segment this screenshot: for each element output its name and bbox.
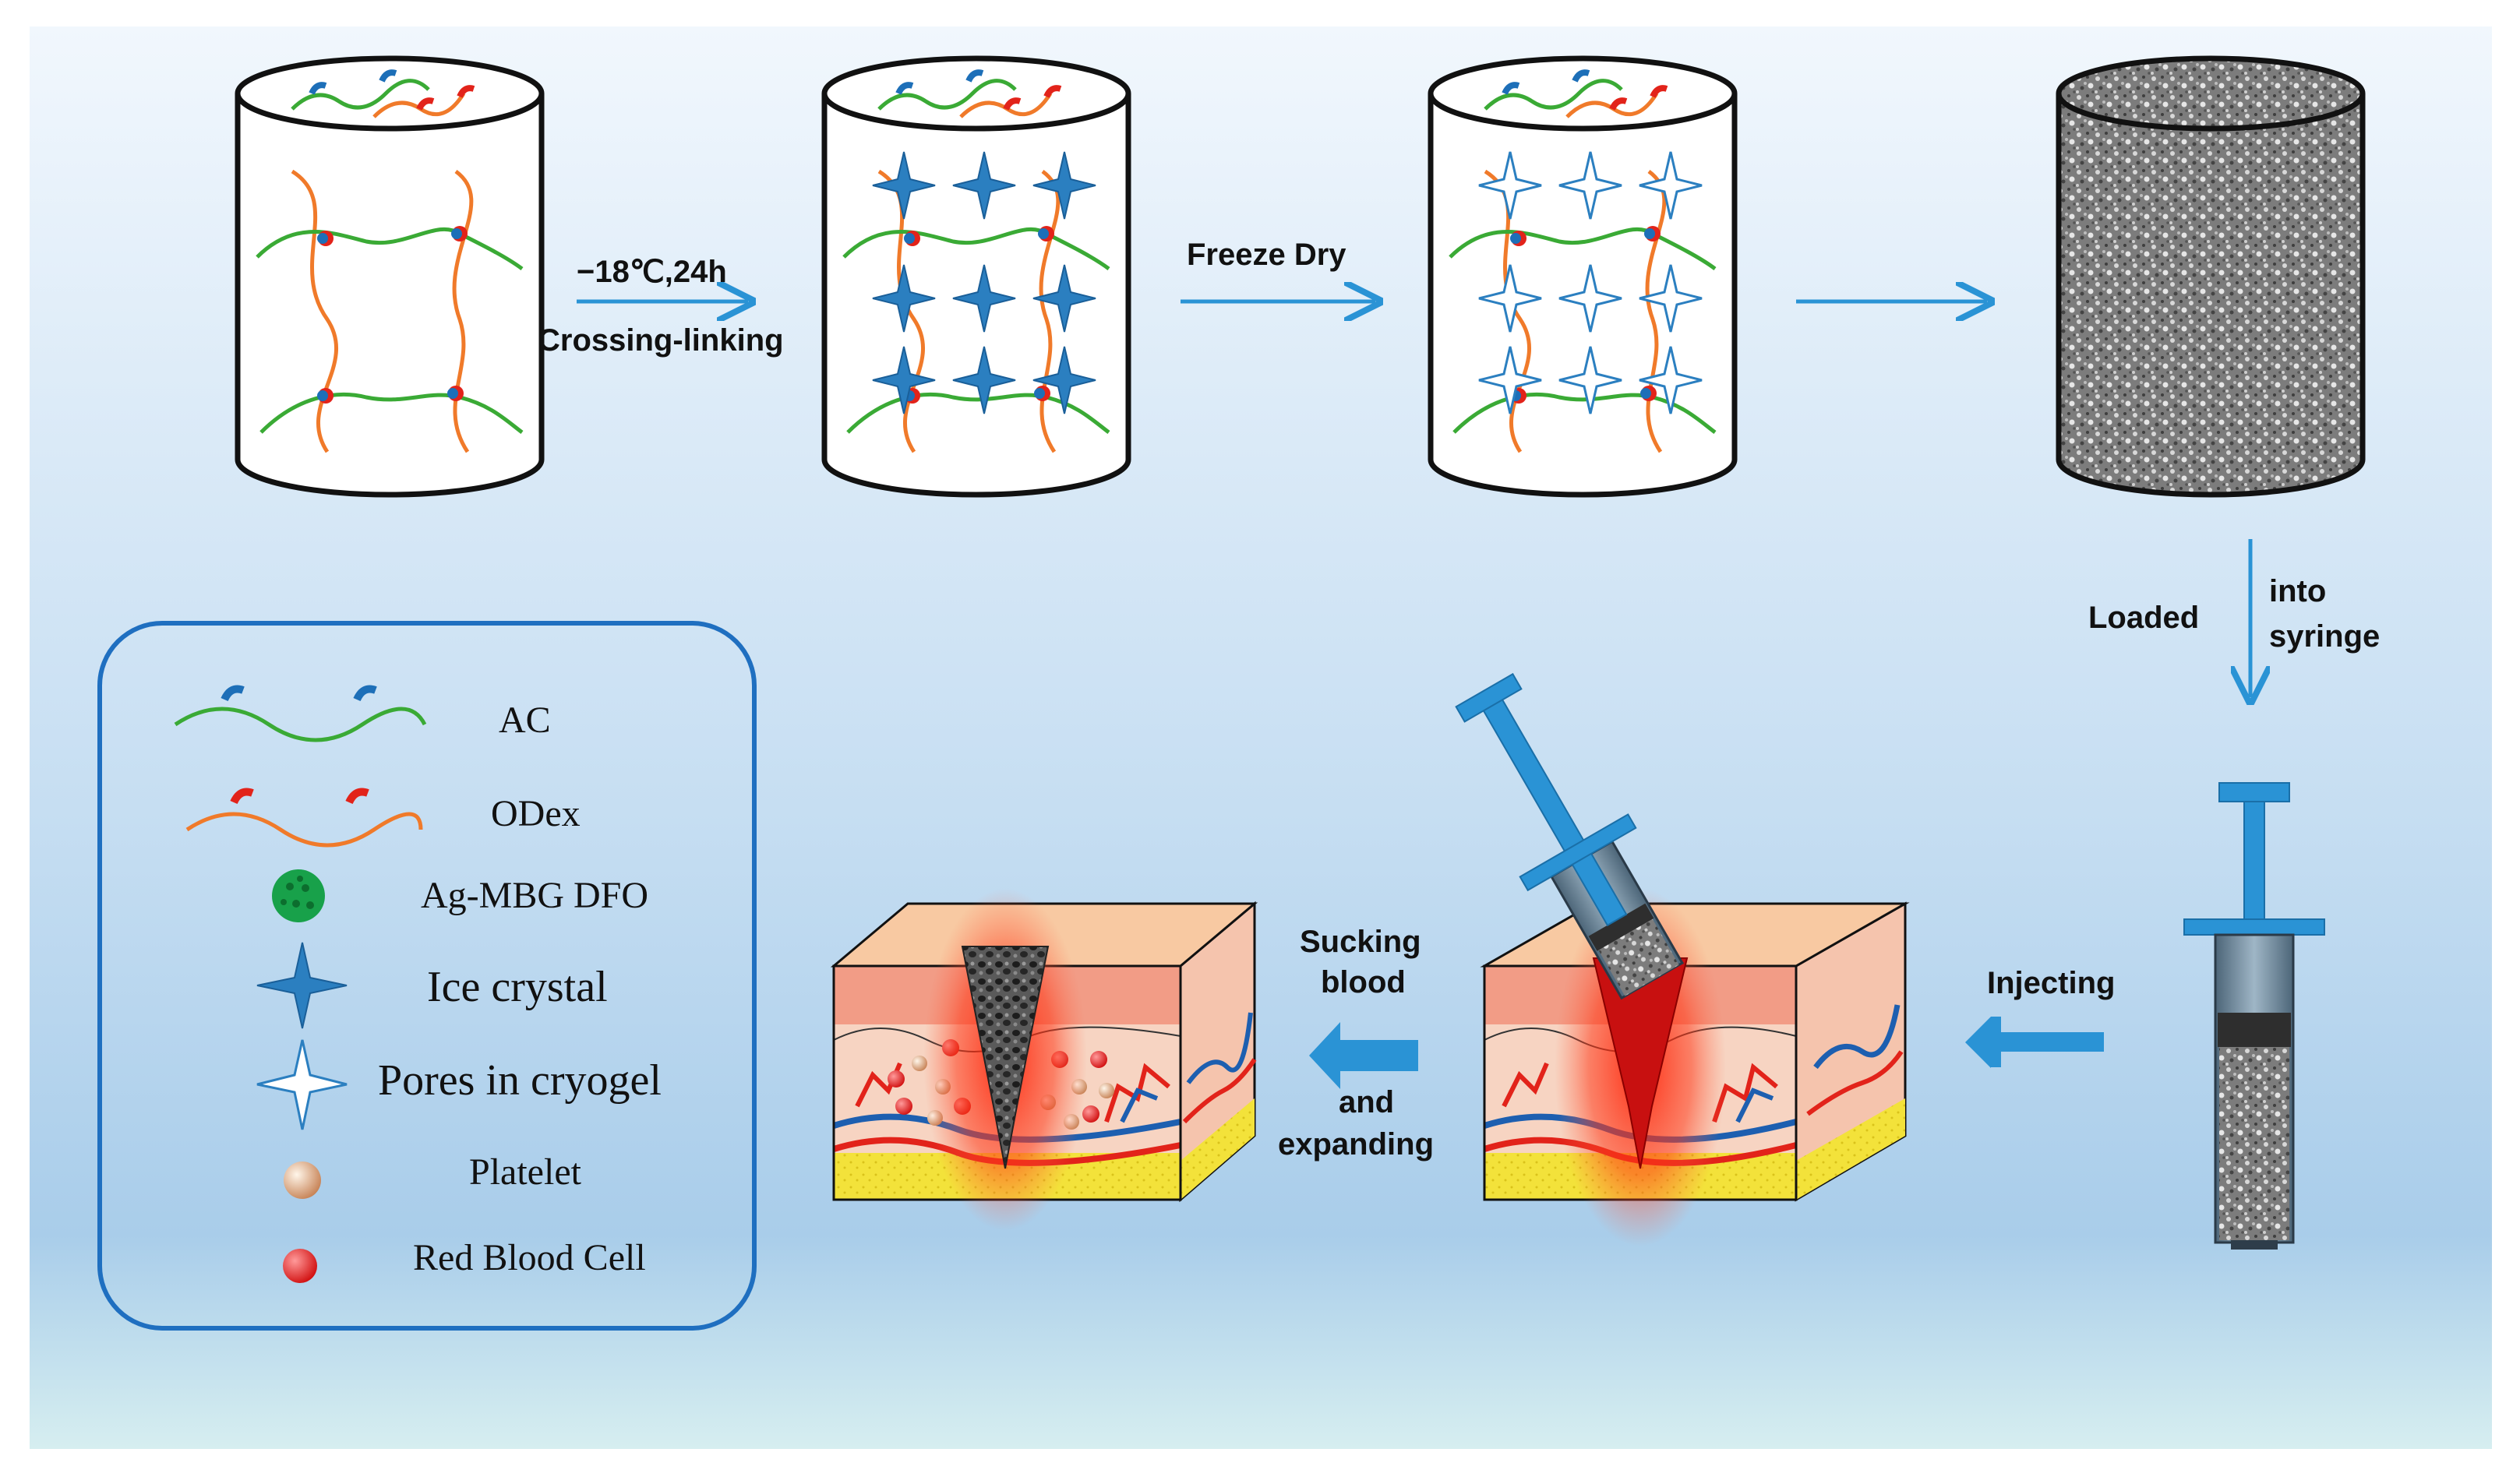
- legend-rbc-icon: [283, 1249, 317, 1283]
- syringe-injecting: [1455, 672, 1685, 1000]
- cylinder-ice-crystals: [821, 55, 1131, 498]
- legend-ice-crystal-icon: [256, 942, 348, 1029]
- legend-odex-icon: [185, 788, 423, 848]
- expanding-label: expanding: [1278, 1127, 1434, 1162]
- and-label: and: [1339, 1085, 1394, 1119]
- freeze-dry-label: Freeze Dry: [1187, 238, 1346, 272]
- legend-platelet-label: Platelet: [469, 1151, 582, 1193]
- arrow-sucking-expanding: [1309, 1022, 1418, 1089]
- syringe-label: syringe: [2269, 619, 2380, 654]
- legend-agmbg-label: Ag-MBG DFO: [421, 875, 648, 916]
- cylinder-hydrogel: [235, 55, 545, 498]
- blood-label: blood: [1321, 965, 1406, 999]
- crosslink-temp-label: −18℃,24h: [577, 255, 727, 289]
- injecting-label: Injecting: [1987, 966, 2115, 1000]
- crosslink-label: Crossing-linking: [538, 323, 784, 358]
- legend-agmbg-icon: [272, 869, 325, 922]
- into-label: into: [2269, 574, 2326, 608]
- loaded-label: Loaded: [2088, 601, 2199, 635]
- arrow-injecting: [1991, 1017, 2104, 1067]
- skin-block-injecting: [1480, 888, 1910, 1246]
- legend-pores-icon: [256, 1039, 348, 1130]
- legend-ac-label: AC: [499, 700, 551, 741]
- syringe-loaded: [2183, 782, 2325, 1250]
- legend-box: AC ODex Ag-MBG DFO Ice crystal Pores in …: [97, 621, 757, 1331]
- legend-odex-label: ODex: [491, 793, 581, 834]
- legend-rbc-label: Red Blood Cell: [413, 1237, 646, 1278]
- arrow-injecting-head: [1965, 1017, 1991, 1068]
- legend-ac-icon: [174, 685, 427, 742]
- sucking-label: Sucking: [1300, 925, 1421, 959]
- cylinder-pores: [1428, 55, 1738, 498]
- legend-pores-label: Pores in cryogel: [378, 1056, 662, 1105]
- skin-block-expanded: [830, 888, 1258, 1231]
- legend-platelet-icon: [284, 1162, 321, 1199]
- cylinder-cryogel: [2056, 55, 2366, 498]
- legend-ice-crystal-label: Ice crystal: [427, 963, 608, 1011]
